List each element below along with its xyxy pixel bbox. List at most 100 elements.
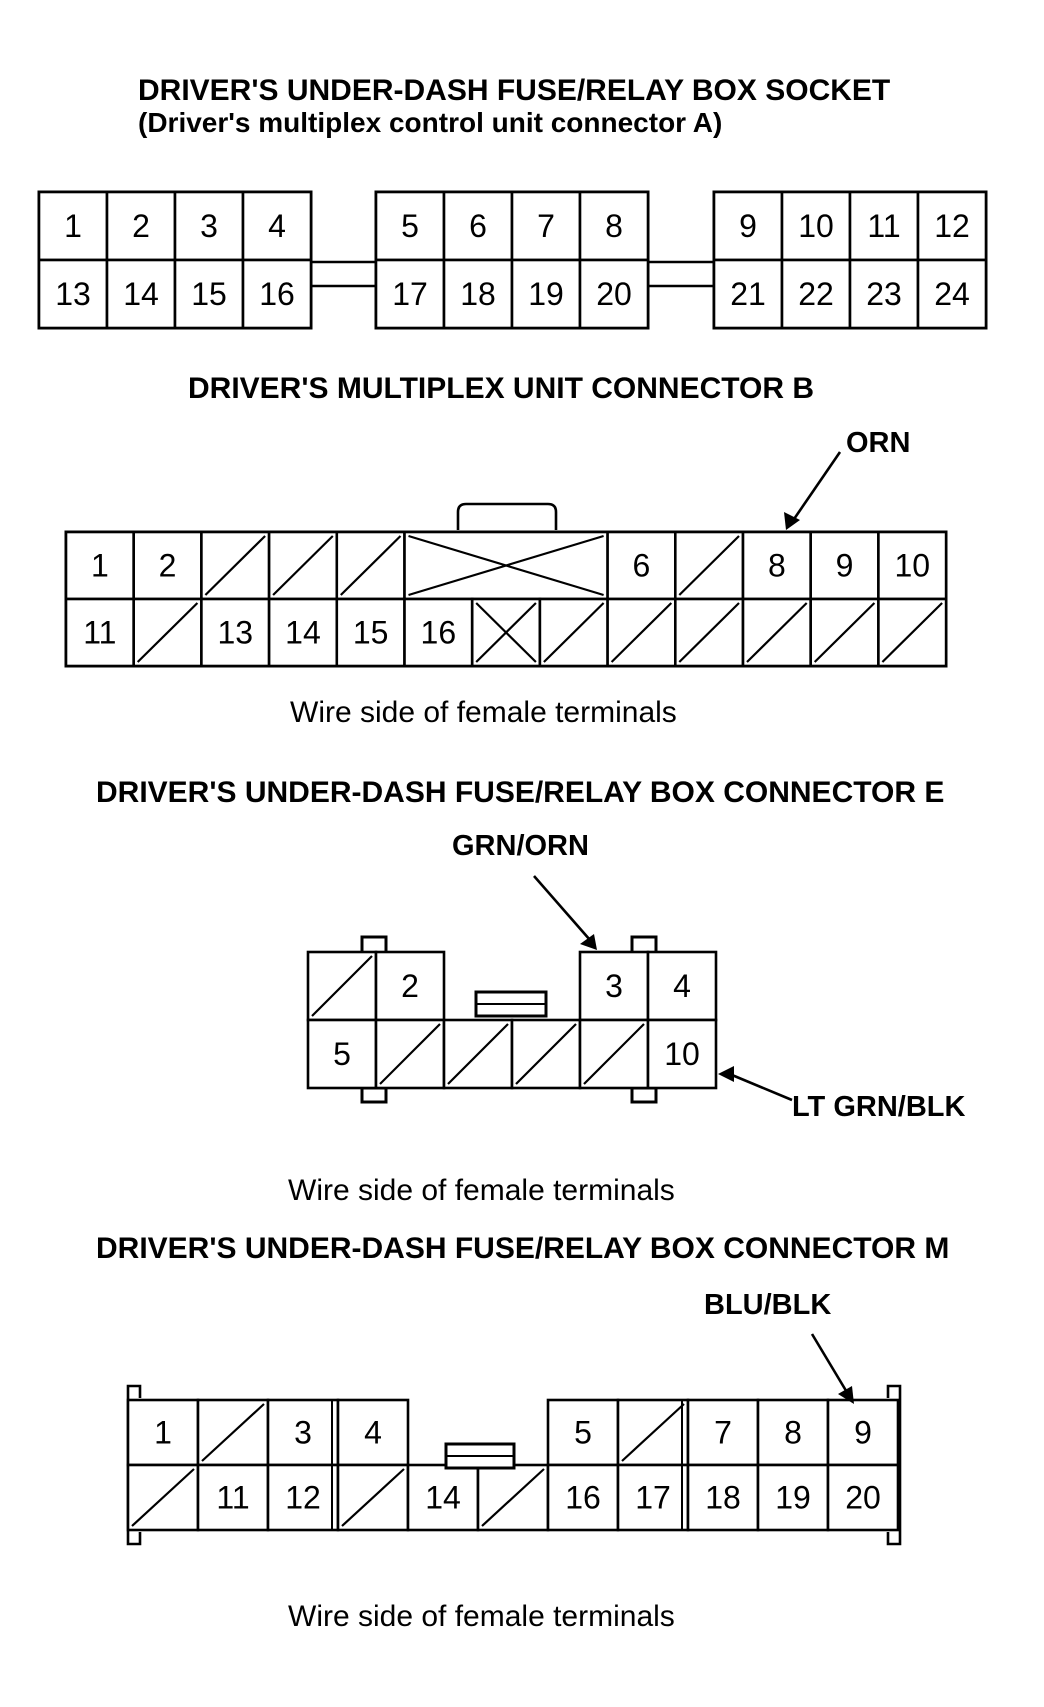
connector-m-bottom-cell-7-label: 17: [635, 1480, 671, 1516]
connector-a-pin-8-label: 8: [605, 208, 623, 244]
connector-m-bottom-cell-4-label: 14: [425, 1480, 461, 1516]
connector-m-bottom-cell-9: 19: [756, 1463, 830, 1532]
connector-m-bottom-cell-2-label: 12: [285, 1480, 321, 1516]
connector-e-top-cell-1: 2: [374, 950, 446, 1022]
connector-b-bottom-cell-8: [606, 597, 677, 668]
connector-a-pin-16: 16: [241, 258, 313, 330]
title-socket: DRIVER'S UNDER-DASH FUSE/RELAY BOX SOCKE…: [138, 74, 890, 107]
connector-b-top-cell-0-label: 1: [91, 548, 109, 584]
connector-b-bottom-cell-1: [132, 597, 203, 668]
connector-e-bottom-cell-0-label: 5: [333, 1036, 351, 1072]
connector-m-top-cell-8-label: 9: [854, 1415, 872, 1451]
connector-a-pin-19: 19: [510, 258, 582, 330]
connector-a-pin-24-label: 24: [934, 276, 970, 312]
connector-b-bottom-cell-11: [809, 597, 880, 668]
connector-m-bottom-cell-8: 18: [686, 1463, 760, 1532]
connector-a-pin-20-label: 20: [596, 276, 632, 312]
connector-m-top-cell-8: 9: [826, 1398, 900, 1467]
connector-b-bottom-cell-10: [741, 597, 812, 668]
connector-b-top-cell-7: 6: [606, 530, 677, 601]
connector-a-pin-8: 8: [578, 190, 650, 262]
connector-b-top-cell-8: [673, 530, 745, 601]
connector-m-bottom-cell-8-label: 18: [705, 1480, 741, 1516]
connector-a-pin-21-label: 21: [730, 276, 766, 312]
title-connector-e: DRIVER'S UNDER-DASH FUSE/RELAY BOX CONNE…: [96, 776, 944, 809]
connector-b-top-cell-2: [200, 530, 271, 601]
connector-a-pin-1-label: 1: [64, 208, 82, 244]
connector-b-bottom-cell-3-label: 14: [285, 615, 321, 651]
caption-b: Wire side of female terminals: [290, 696, 677, 729]
connector-b-bottom-cell-4: 15: [335, 597, 406, 668]
connector-m-top-cell-7: 8: [756, 1398, 830, 1467]
label-e-lt-grn-blk: LT GRN/BLK: [792, 1091, 965, 1123]
connector-m-bottom-cell-1-label: 11: [216, 1480, 249, 1516]
connector-e-top-cell-2: 3: [578, 950, 650, 1022]
connector-a-pin-16-label: 16: [259, 276, 295, 312]
connector-b-top-cell-10: 9: [809, 530, 880, 601]
connector-b-top-cell-9-label: 8: [768, 548, 786, 584]
connector-m-top-cell-2: 3: [266, 1398, 340, 1467]
connector-m-bottom-cell-5: [476, 1463, 550, 1532]
connector-b-top-cell-1: 2: [132, 530, 203, 601]
connector-e-bottom-cell-4: [578, 1018, 650, 1090]
label-e-grn-orn: GRN/ORN: [452, 830, 589, 862]
connector-m-bottom-cell-10-label: 20: [845, 1480, 881, 1516]
connector-b-bottom-cell-0: 11: [64, 597, 135, 668]
connector-a-pin-21: 21: [712, 258, 784, 330]
connector-m-top-cell-6-label: 7: [714, 1415, 732, 1451]
connector-e-top-cell-0: [306, 950, 378, 1022]
connector-a-pin-3: 3: [173, 190, 245, 262]
connector-b-bottom-cell-12: [877, 597, 948, 668]
connector-a-pin-18-label: 18: [460, 276, 496, 312]
connector-e-top-cell-1-label: 2: [401, 968, 419, 1004]
connector-m-bottom-cell-0: [126, 1463, 200, 1532]
connector-e-bottom-cell-5-label: 10: [664, 1036, 700, 1072]
connector-b-bottom-cell-0-label: 11: [83, 615, 116, 651]
connector-b-bottom-cell-2: 13: [200, 597, 271, 668]
caption-e: Wire side of female terminals: [288, 1174, 675, 1207]
connector-b-bottom-cell-7: [538, 597, 609, 668]
connector-b-top-cell-5: [403, 530, 609, 601]
connector-m-top-cell-3-label: 4: [364, 1415, 382, 1451]
connector-b-bottom-cell-9: [673, 597, 745, 668]
connector-e-top-cell-2-label: 3: [605, 968, 623, 1004]
label-b-orn: ORN: [846, 427, 910, 459]
connector-a-pin-14: 14: [105, 258, 177, 330]
connector-a-pin-12: 12: [916, 190, 988, 262]
connector-m-bottom-cell-1: 11: [196, 1463, 270, 1532]
connector-m-top-cell-4: 5: [546, 1398, 620, 1467]
connector-m-bottom-cell-3: [336, 1463, 410, 1532]
connector-b-top-cell-7-label: 6: [633, 548, 651, 584]
subtitle-socket: (Driver's multiplex control unit connect…: [138, 107, 722, 138]
connector-a-pin-6: 6: [442, 190, 514, 262]
connector-e-bottom-cell-5: 10: [646, 1018, 718, 1090]
connector-b-top-cell-1-label: 2: [159, 548, 177, 584]
connector-a-pin-11: 11: [848, 190, 920, 262]
connector-b-bottom-cell-2-label: 13: [217, 615, 253, 651]
caption-m: Wire side of female terminals: [288, 1600, 675, 1633]
connector-m-top-cell-0: 1: [126, 1398, 200, 1467]
connector-m-top-cell-2-label: 3: [294, 1415, 312, 1451]
connector-a-pin-11-label: 11: [867, 208, 900, 244]
connector-m-bottom-cell-6-label: 16: [565, 1480, 601, 1516]
connector-a-pin-15-label: 15: [191, 276, 227, 312]
connector-m-top-cell-3: 4: [336, 1398, 410, 1467]
connector-m-bottom-cell-10: 20: [826, 1463, 900, 1532]
connector-a-pin-2-label: 2: [132, 208, 150, 244]
connector-b-top-cell-3: [267, 530, 339, 601]
connector-m-top-cell-4-label: 5: [574, 1415, 592, 1451]
connector-a-pin-17: 17: [374, 258, 446, 330]
connector-m-bottom-cell-2: 12: [266, 1463, 340, 1532]
connector-a-pin-13: 13: [37, 258, 109, 330]
connector-a-pin-14-label: 14: [123, 276, 159, 312]
connector-a-pin-23-label: 23: [866, 276, 902, 312]
connector-a-pin-4: 4: [241, 190, 313, 262]
connector-a-pin-23: 23: [848, 258, 920, 330]
connector-m-bottom-cell-4: 14: [406, 1463, 480, 1532]
title-connector-m: DRIVER'S UNDER-DASH FUSE/RELAY BOX CONNE…: [96, 1232, 949, 1265]
connector-a-pin-6-label: 6: [469, 208, 487, 244]
